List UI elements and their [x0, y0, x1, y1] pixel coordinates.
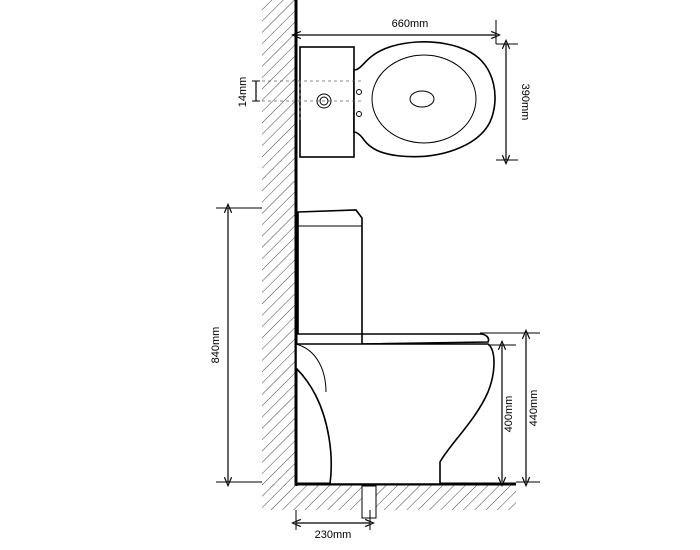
top-view — [256, 41, 496, 158]
tank-top — [299, 46, 355, 158]
label-400mm: 400mm — [503, 396, 515, 433]
dim-total-height: 840mm — [210, 208, 262, 482]
dim-outlet-distance: 230mm — [296, 510, 370, 541]
label-390mm: 390mm — [519, 84, 531, 121]
label-14mm: 14mm — [237, 77, 249, 108]
label-440mm: 440mm — [528, 390, 540, 427]
dim-seat-inner: 400mm — [488, 345, 516, 482]
bowl-top — [353, 41, 496, 158]
dim-seat-outer: 440mm — [480, 333, 540, 482]
dim-depth-top: 390mm — [496, 44, 531, 160]
label-840mm: 840mm — [210, 327, 222, 364]
label-660mm: 660mm — [392, 18, 429, 30]
bowl-side — [295, 343, 495, 485]
wall — [262, 0, 298, 486]
floor — [262, 482, 516, 519]
side-view — [295, 209, 495, 485]
seat-lid — [361, 333, 490, 345]
label-230mm: 230mm — [315, 529, 352, 541]
tank-side — [297, 209, 363, 335]
dim-width-top: 660mm — [296, 18, 496, 44]
dim-pipe-offset: 14mm — [237, 77, 260, 108]
